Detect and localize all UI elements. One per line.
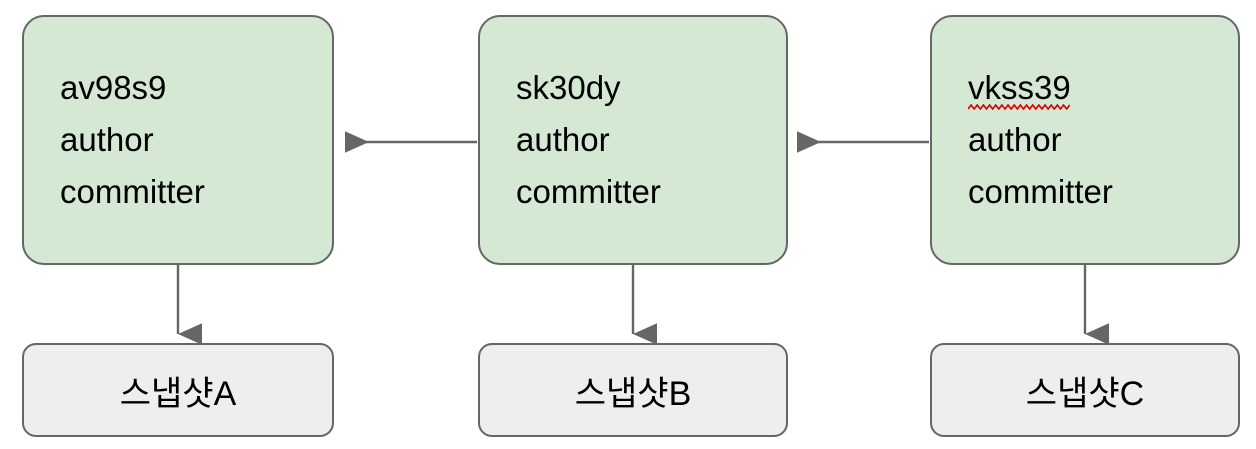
commit-committer-label: committer xyxy=(968,173,1113,210)
snapshot-node-b[interactable]: 스냅샷B xyxy=(478,343,788,437)
snapshot-node-c[interactable]: 스냅샷C xyxy=(930,343,1240,437)
commit-node-vkss39[interactable]: vkss39 author committer xyxy=(930,15,1240,265)
commit-hash-text: vkss39 xyxy=(968,69,1071,106)
commit-hash-label: sk30dy xyxy=(516,69,621,106)
commit-committer-label: committer xyxy=(516,173,661,210)
snapshot-label: 스냅샷B xyxy=(574,374,692,413)
commit-hash-label: av98s9 xyxy=(60,69,167,106)
snapshot-label: 스냅샷A xyxy=(119,374,237,413)
commit-author-label: author xyxy=(968,121,1062,158)
commit-node-av98s9[interactable]: av98s9 author committer xyxy=(22,15,334,265)
commit-node-sk30dy[interactable]: sk30dy author committer xyxy=(478,15,788,265)
commit-author-label: author xyxy=(516,121,610,158)
snapshot-label: 스냅샷C xyxy=(1025,374,1145,413)
commit-hash-label: vkss39 xyxy=(968,62,1071,114)
commit-author-label: author xyxy=(60,121,154,158)
snapshot-node-a[interactable]: 스냅샷A xyxy=(22,343,334,437)
commit-committer-label: committer xyxy=(60,173,205,210)
